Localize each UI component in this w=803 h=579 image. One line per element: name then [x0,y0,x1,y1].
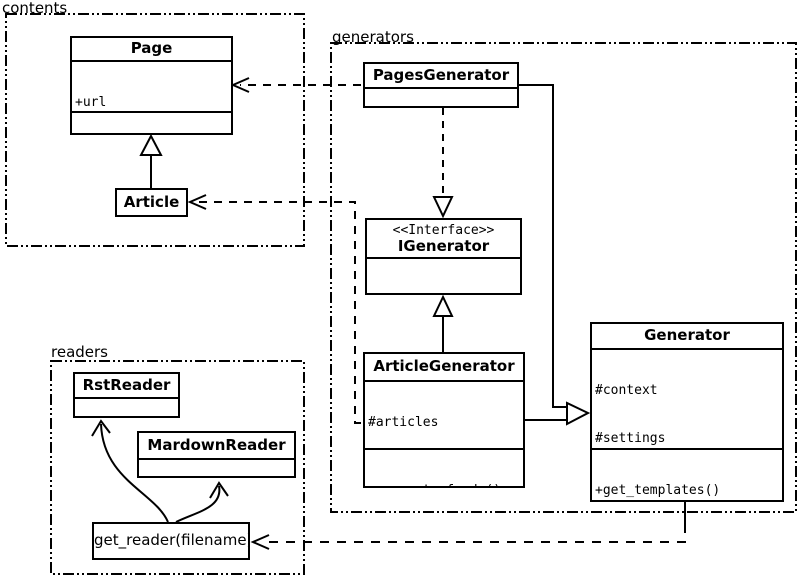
methods-compartment: +read() [139,458,294,476]
class-name: Page [130,39,173,57]
class-name: IGenerator [397,238,490,255]
class-box-pagesgenerator: PagesGenerator #pages [363,62,519,108]
class-name: RstReader [82,376,171,394]
package-frame-generators [330,42,797,513]
class-box-articlegenerator: ArticleGenerator #articles #dates #tags … [363,352,525,488]
attribute: +url [75,95,107,110]
dependency-arrow-articlegenerator-to-article [187,194,361,424]
package-label-generators: generators [332,28,414,46]
package-frame-readers [50,360,305,575]
association-arrow-get-reader-to-mardownreader [175,481,229,523]
attribute: #settings [595,431,666,446]
class-box-rstreader: RstReader +read() [73,372,180,418]
realization-arrow-articlegenerator-to-igenerator [432,294,454,352]
method: +generate_context() [370,292,519,293]
generalization-arrows-to-generator [518,84,591,426]
method: +generate_feeds() [368,483,521,486]
package-label-readers: readers [51,343,108,361]
package-label-contents: contents [2,0,68,17]
methods-compartment: +generate_context() +generate_output() [367,257,520,293]
class-box-igenerator: <<Interface>> IGenerator +generate_conte… [365,218,522,295]
class-name: Generator [644,326,730,344]
class-name: ArticleGenerator [373,357,515,375]
attribute: #context [595,383,658,398]
class-box-mardownreader: MardownReader +read() [137,431,296,478]
title-compartment: <<Interface>> IGenerator [367,220,520,257]
package-frame-contents [5,13,305,247]
class-name: PagesGenerator [372,66,510,84]
attributes-compartment: #context #settings #path #theme #output_… [592,348,782,448]
function-box-get-reader: get_reader(filename) [92,522,250,560]
method: +get_templates() [595,483,721,498]
methods-compartment: +generate_feeds() +generate_pages() [365,448,523,486]
methods-compartment: +get_templates() +get_files(path,exclude… [592,448,782,500]
attributes-compartment: #articles #dates #tags #categories [365,380,523,448]
methods-compartment: +read() [75,397,178,416]
dependency-arrow-pagesgenerator-to-page [230,77,361,93]
association-arrow-get-reader-to-rstreader [91,419,169,523]
class-name: Article [123,193,180,211]
generalization-arrow-article-to-page [139,133,163,188]
methods-compartment: +check_properties() [72,111,231,133]
class-box-article: Article [115,188,188,217]
dependency-arrow-generator-to-get-reader [250,502,686,550]
stereotype: <<Interface>> [392,223,495,238]
class-box-page: Page +url +slug +summary +check_properti… [70,36,233,135]
realization-arrow-pagesgenerator-to-igenerator [432,108,454,219]
attributes-compartment: +url +slug +summary [72,60,231,111]
class-box-generator: Generator #context #settings #path #them… [590,322,784,502]
attribute: #articles [368,415,439,430]
attributes-compartment: #pages [365,87,517,106]
class-name: MardownReader [147,436,286,454]
